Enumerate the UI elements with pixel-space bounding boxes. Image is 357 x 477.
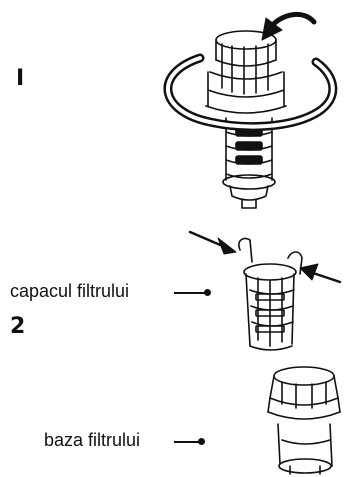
filter-cap-label: capacul filtrului — [10, 282, 129, 300]
step-number-1: I — [16, 68, 24, 90]
filter-cap-icon — [239, 238, 302, 350]
filter-cap-leader-dot — [204, 289, 211, 296]
filter-base-label: baza filtrului — [44, 431, 140, 449]
filter-base-leader-dot — [198, 438, 205, 445]
filter-cap-leader-line — [174, 292, 206, 294]
step-number-2: 2 — [10, 316, 25, 338]
filter-base-leader-line — [174, 441, 200, 443]
press-arrow-icon — [190, 232, 340, 282]
filter-base-icon — [268, 367, 340, 474]
